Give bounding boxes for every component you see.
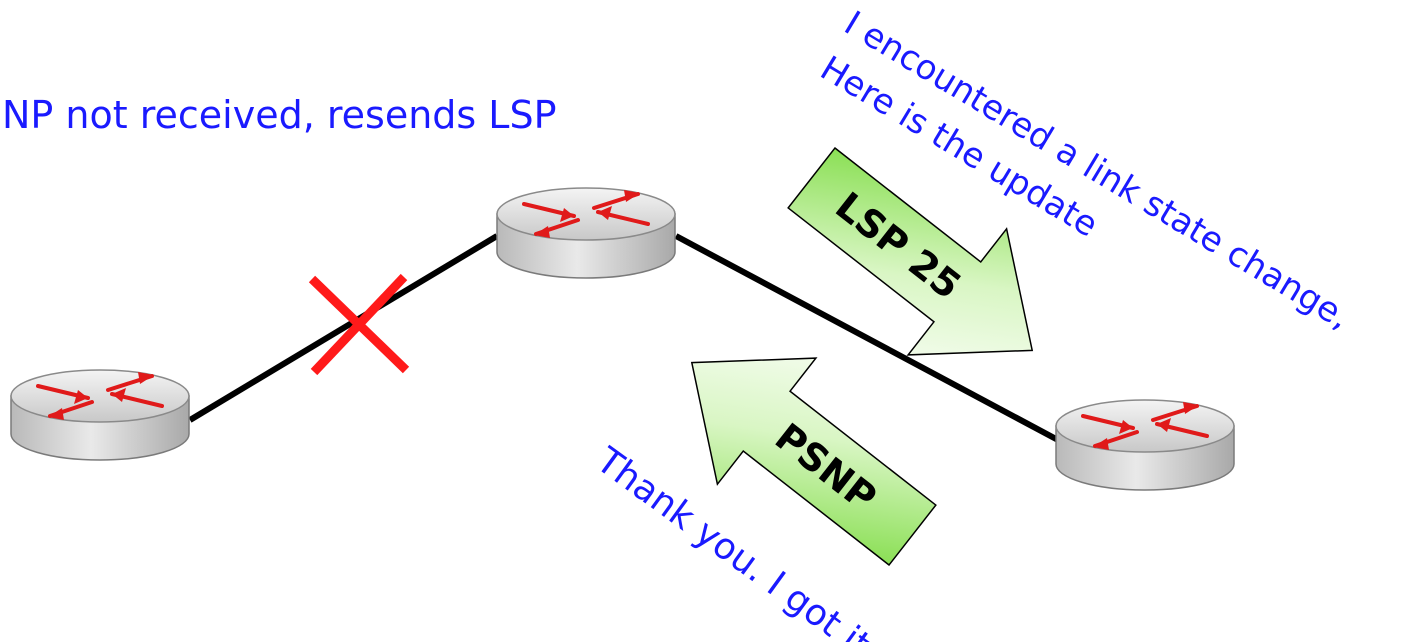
router-icon[interactable] bbox=[1054, 398, 1236, 492]
packet-arrow-icon bbox=[690, 357, 937, 567]
router-icon[interactable] bbox=[9, 368, 191, 462]
resend-note: NP not received, resends LSP bbox=[2, 93, 557, 137]
failure-x-icon bbox=[308, 273, 410, 376]
packet-arrow-icon bbox=[787, 146, 1034, 356]
link-center-right bbox=[674, 233, 1060, 443]
link-left-center bbox=[188, 233, 499, 423]
router-icon[interactable] bbox=[495, 186, 677, 280]
psnp-packet-arrow: PSNP bbox=[690, 357, 937, 567]
